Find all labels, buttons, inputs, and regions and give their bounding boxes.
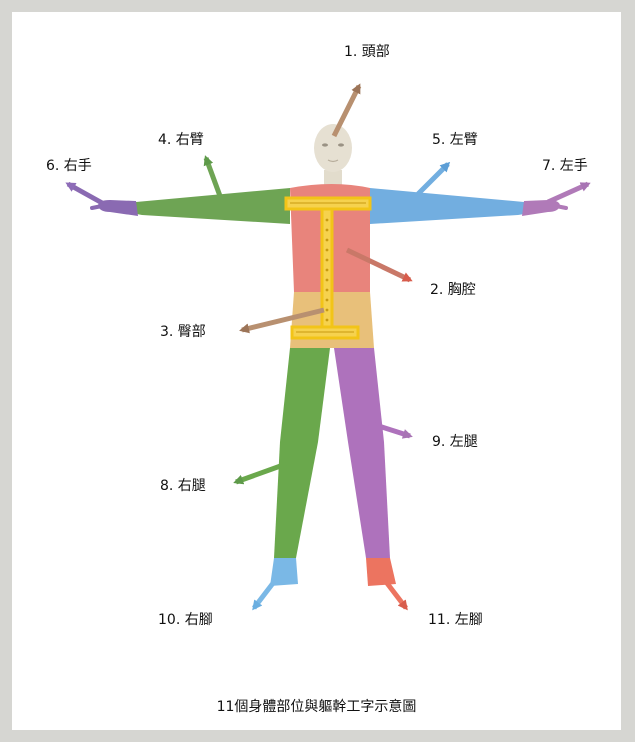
- label-left-arm: 5. 左臂: [432, 132, 478, 148]
- right-arm-part: [124, 188, 290, 224]
- diagram-caption: 11個身體部位與軀幹工字示意圖: [12, 696, 621, 716]
- arrow-left-arm: [418, 164, 448, 194]
- arrow-right-foot: [254, 574, 280, 608]
- left-leg-part: [334, 348, 390, 558]
- label-hip: 3. 臀部: [160, 324, 206, 340]
- label-left-foot: 11. 左腳: [428, 612, 483, 628]
- diagram-panel: 1. 頭部 2. 胸腔 3. 臀部 4. 右臂 5. 左臂 6. 右手 7. 左…: [12, 12, 621, 730]
- left-hand-part: [522, 200, 566, 216]
- label-right-foot: 10. 右腳: [158, 612, 213, 628]
- label-left-leg: 9. 左腿: [432, 434, 478, 450]
- arrow-head: [334, 86, 359, 136]
- arrow-right-hand: [68, 184, 104, 204]
- label-left-hand: 7. 左手: [542, 158, 588, 174]
- arrow-left-hand: [548, 184, 588, 202]
- body-figure: [12, 12, 621, 730]
- label-chest: 2. 胸腔: [430, 282, 476, 298]
- left-foot-part: [366, 558, 396, 586]
- right-leg-part: [274, 348, 330, 558]
- label-right-hand: 6. 右手: [46, 158, 92, 174]
- left-arm-part: [370, 188, 536, 224]
- label-head: 1. 頭部: [344, 44, 390, 60]
- label-right-arm: 4. 右臂: [158, 132, 204, 148]
- label-right-leg: 8. 右腿: [160, 478, 206, 494]
- arrow-right-arm: [206, 158, 220, 196]
